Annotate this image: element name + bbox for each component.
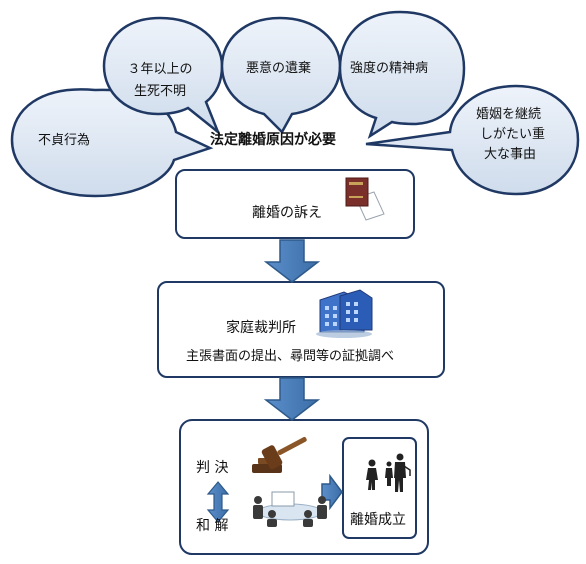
reason-adultery-line: 不貞行為 [38,133,91,148]
bubble-mental-illness [338,10,466,139]
court-detail: 主張書面の提出、尋問等の証拠調べ [186,349,395,364]
reason-serious-line-2: しがたい重 [480,127,546,142]
reason-mental-illness: 強度の精神病 [350,61,428,77]
reason-missing-line-2: 生死不明 [133,84,186,99]
reason-missing: ３年以上の 生死不明 [120,62,200,100]
reason-adultery: 不貞行為 [38,133,90,149]
gavel-icon [252,436,307,473]
bubble-serious-reason [365,84,580,196]
legal-grounds-title: 法定離婚原因が必要 [210,132,336,148]
down-arrow-1 [263,239,321,283]
meeting-icon [253,491,327,527]
reason-desertion: 悪意の遺棄 [246,61,311,77]
court-building-icon [316,289,373,338]
separated-family-icon [366,453,411,492]
lawsuit-label: 離婚の訴え [252,205,322,221]
reason-serious-line-3: 大な事由 [484,147,537,162]
reason-serious-line-1: 婚姻を継続 [476,107,542,122]
book-document-icon [345,177,385,221]
reason-serious: 婚姻を継続 しがたい重 大な事由 [476,105,545,165]
reason-desertion-line: 悪意の遺棄 [246,61,312,76]
result-label: 離婚成立 [350,512,406,528]
reason-missing-line-1: ３年以上の [127,62,193,77]
bubble-missing-three-years [102,16,224,136]
down-arrow-2 [263,377,321,421]
court-label: 家庭裁判所 [226,320,296,336]
bubble-malicious-desertion [220,16,342,135]
judgment-label: 判 決 [196,460,229,476]
reason-mental-illness-line: 強度の精神病 [350,61,429,76]
settlement-label: 和 解 [196,518,229,534]
double-arrow [206,481,230,523]
